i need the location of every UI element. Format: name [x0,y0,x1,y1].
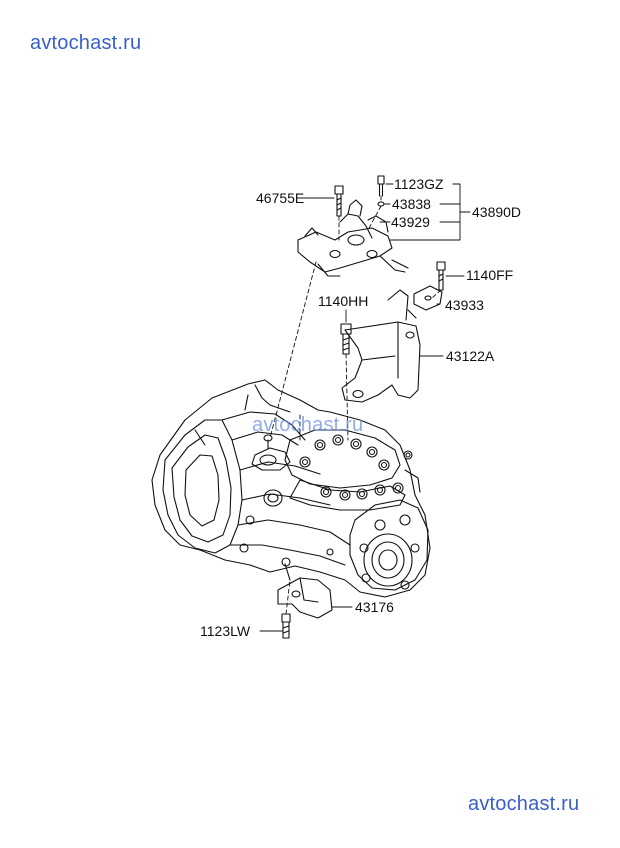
housing-bolts [299,434,413,501]
leader-lines [259,183,471,632]
label-43933: 43933 [445,297,484,313]
label-1123GZ: 1123GZ [394,176,444,192]
label-1140HH: 1140HH [318,293,369,309]
label-1123LW: 1123LW [200,623,251,639]
label-43890D: 43890D [472,204,522,220]
bolt-1140FF [436,261,446,291]
bolt-46755E [334,185,344,217]
label-43176: 43176 [355,599,394,615]
watermark-bottom: avtochast.ru [468,793,580,815]
watermark-top: avtochast.ru [30,32,142,54]
bracket-43122A [341,289,421,403]
washer-43838 [377,201,385,207]
watermark-middle: avtochast.ru [252,414,364,436]
bracket-43176 [277,577,333,619]
label-43122A: 43122A [446,348,495,364]
label-43838: 43838 [392,196,431,212]
label-43929: 43929 [391,214,430,230]
bracket-43890D [297,199,409,277]
bolt-1140HH [340,323,352,355]
label-1140FF: 1140FF [466,267,514,283]
bolt-1123GZ [377,175,385,197]
alignment-lines [269,195,442,615]
bracket-43933 [413,285,443,311]
bolt-1123LW [281,613,291,639]
transmission-housing [151,379,431,598]
label-46755E: 46755E [256,190,305,206]
